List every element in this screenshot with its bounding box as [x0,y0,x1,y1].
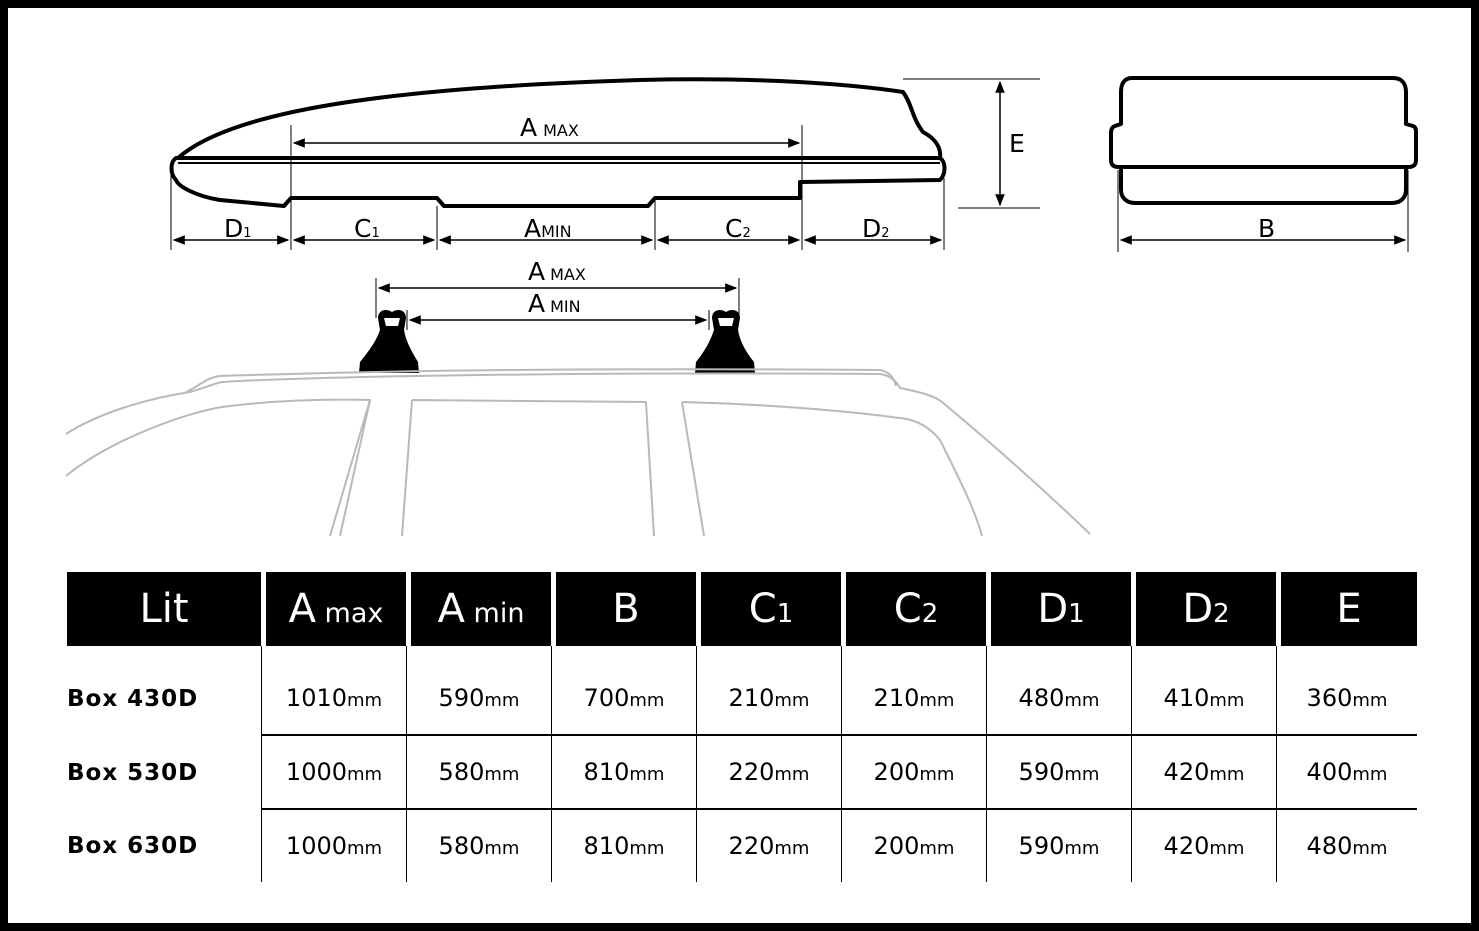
row-name: Box 630D [67,833,199,859]
cell-value: 480mm [1276,810,1417,882]
cell-value: 700mm [551,662,696,736]
table-header-row: Lit A max A min B C1 C2 D1 D2 E [67,572,1417,646]
cell-value: 200mm [841,736,986,810]
cell-value: 360mm [1276,662,1417,736]
cell-value: 1010mm [261,662,406,736]
cell-value: 210mm [696,662,841,736]
car-outline [65,368,1091,537]
header-e: E [1276,572,1417,646]
label-d2: D2 [862,214,890,243]
dimension-e [903,78,1040,209]
row-name: Box 530D [67,760,199,786]
header-c2: C2 [841,572,986,646]
cell-value: 410mm [1131,662,1276,736]
dimension-rack [375,278,740,330]
label-c1: C1 [354,214,380,243]
cell-value: 420mm [1131,736,1276,810]
cell-value: 590mm [986,810,1131,882]
cell-value: 220mm [696,736,841,810]
cell-value: 590mm [986,736,1131,810]
label-e: E [1009,129,1025,158]
header-c1: C1 [696,572,841,646]
header-a-min: A min [406,572,551,646]
label-b: B [1258,214,1275,243]
table-row: Box 530D 1000mm 580mm 810mm 220mm 200mm … [67,736,1417,810]
dimension-a-max-box [290,125,803,250]
header-d1: D1 [986,572,1131,646]
header-d2: D2 [1131,572,1276,646]
label-a-min-box: AMIN [524,214,572,243]
cell-value: 200mm [841,810,986,882]
header-b: B [551,572,696,646]
row-name: Box 430D [67,686,199,712]
header-a-max: A max [261,572,406,646]
rack-foot-left [359,310,419,373]
cell-value: 810mm [551,736,696,810]
cell-value: 400mm [1276,736,1417,810]
rack-foot-right [695,310,755,373]
header-lit: Lit [67,572,261,646]
label-c2: C2 [725,214,751,243]
table-row: Box 430D 1010mm 590mm 700mm 210mm 210mm … [67,662,1417,736]
dimension-b [1117,170,1409,252]
cell-value: 220mm [696,810,841,882]
cell-value: 1000mm [261,810,406,882]
cell-value: 580mm [406,810,551,882]
dimension-chain [170,172,945,250]
cell-value: 590mm [406,662,551,736]
roof-box-front-view [1109,76,1418,205]
cell-value: 810mm [551,810,696,882]
table-spacer [67,646,1417,662]
specs-table: Lit A max A min B C1 C2 D1 D2 E Box 430D… [67,572,1417,882]
cell-value: 210mm [841,662,986,736]
cell-value: 580mm [406,736,551,810]
label-d1: D1 [224,214,252,243]
cell-value: 480mm [986,662,1131,736]
cell-value: 420mm [1131,810,1276,882]
table-row: Box 630D 1000mm 580mm 810mm 220mm 200mm … [67,810,1417,882]
cell-value: 1000mm [261,736,406,810]
